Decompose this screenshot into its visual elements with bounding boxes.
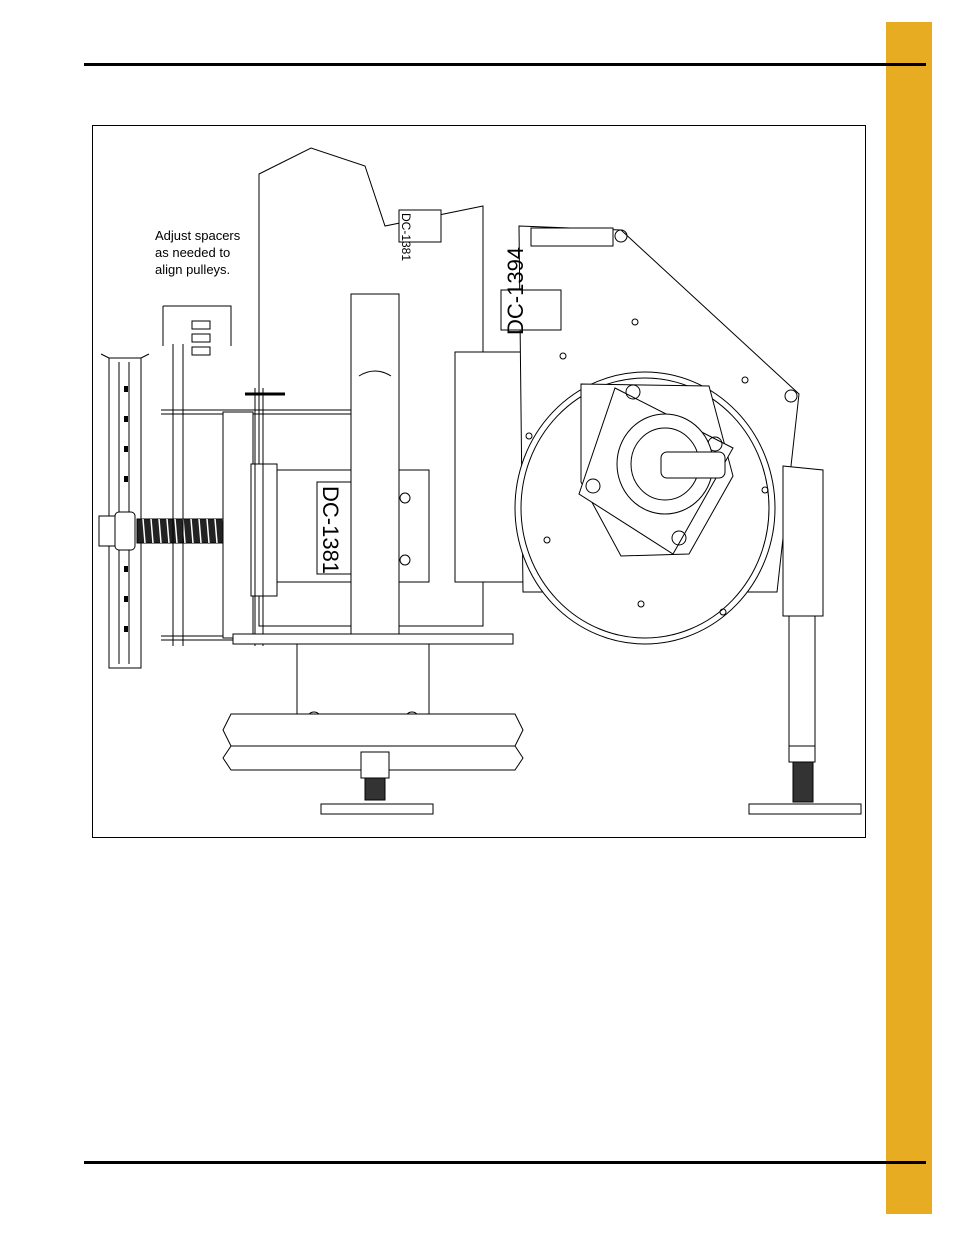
cover-handle xyxy=(530,227,614,247)
callout-line-2: as needed to xyxy=(155,245,231,260)
footer-rule xyxy=(84,1161,926,1164)
part-label-top: DC-1381 xyxy=(399,213,413,261)
cover-hole-2 xyxy=(784,389,798,403)
flange-bolts xyxy=(525,318,769,616)
mount-bolt-1 xyxy=(399,492,411,504)
left-foot-thread xyxy=(364,777,386,801)
chapter-tab xyxy=(886,22,932,1214)
vertical-rod xyxy=(172,344,184,646)
right-foot-pad xyxy=(748,803,862,815)
part-label-1381: DC-1381 xyxy=(318,486,343,574)
horizontal-rods xyxy=(161,409,513,641)
callout-line-3: align pulleys. xyxy=(155,262,231,277)
bearing-bolt-3 xyxy=(671,530,687,546)
belt-curve xyxy=(358,370,392,377)
flange-rim xyxy=(520,377,770,639)
left-foot-nut xyxy=(360,751,390,779)
drive-assembly-drawing: DC-1381 DC-1381 xyxy=(98,147,862,815)
mount-bolt-2 xyxy=(399,554,411,566)
bolt-washer xyxy=(114,511,136,551)
bolt-head xyxy=(98,515,116,547)
right-foot-thread xyxy=(792,761,814,803)
cover-hole-1 xyxy=(614,229,628,243)
bearing-bolt-4 xyxy=(585,478,601,494)
bearing-bolt-1 xyxy=(625,384,641,400)
spacer-callout: Adjust spacers as needed to align pulley… xyxy=(155,227,275,278)
spacer-1 xyxy=(191,320,211,330)
left-foot-pad xyxy=(320,803,434,815)
header-rule xyxy=(84,63,926,66)
spacer-3 xyxy=(191,346,211,356)
right-support xyxy=(782,465,824,617)
output-shaft xyxy=(660,451,726,479)
plate-label-box xyxy=(398,209,442,243)
right-foot-nut xyxy=(788,745,816,763)
pulley-grooves xyxy=(222,713,524,771)
assembly-figure: DC-1381 DC-1381 xyxy=(92,125,866,838)
part-label-1394: DC-1394 xyxy=(503,247,528,335)
label-box-1394 xyxy=(500,289,562,331)
rod-block xyxy=(222,411,254,639)
spacer-2 xyxy=(191,333,211,343)
callout-bracket xyxy=(162,305,232,346)
callout-line-1: Adjust spacers xyxy=(155,228,241,243)
bracket-holes xyxy=(124,386,128,632)
right-leg xyxy=(788,615,816,747)
label-box-1381 xyxy=(316,481,354,575)
idler-shaft xyxy=(254,388,264,646)
bracket-top xyxy=(100,353,150,359)
base-plate xyxy=(232,633,514,645)
